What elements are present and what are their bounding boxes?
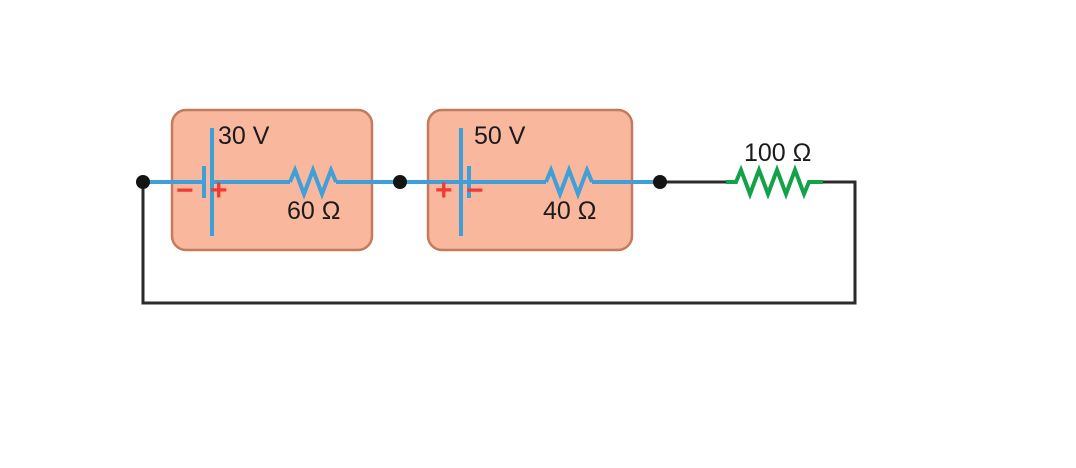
return-wire-black <box>141 180 857 305</box>
polarity-minus-sign-battery1: − <box>176 174 194 207</box>
node-left-dot <box>136 175 150 189</box>
resistance-label-40-ohm: 40 Ω <box>543 197 597 225</box>
voltage-label-30v: 30 V <box>218 122 270 150</box>
resistor-60-ohm-zigzag <box>288 164 338 200</box>
resistor-100-ohm-zigzag <box>726 164 823 200</box>
polarity-plus-sign-battery2: + <box>435 174 453 207</box>
resistance-label-100-ohm: 100 Ω <box>744 139 812 167</box>
node-right-dot <box>653 175 667 189</box>
node-middle-dot <box>393 175 407 189</box>
voltage-label-50v: 50 V <box>474 122 526 150</box>
polarity-minus-sign-battery2: − <box>466 174 484 207</box>
polarity-plus-sign-battery1: + <box>210 174 228 207</box>
resistance-label-60-ohm: 60 Ω <box>287 197 341 225</box>
resistor-40-ohm-zigzag <box>544 164 594 200</box>
